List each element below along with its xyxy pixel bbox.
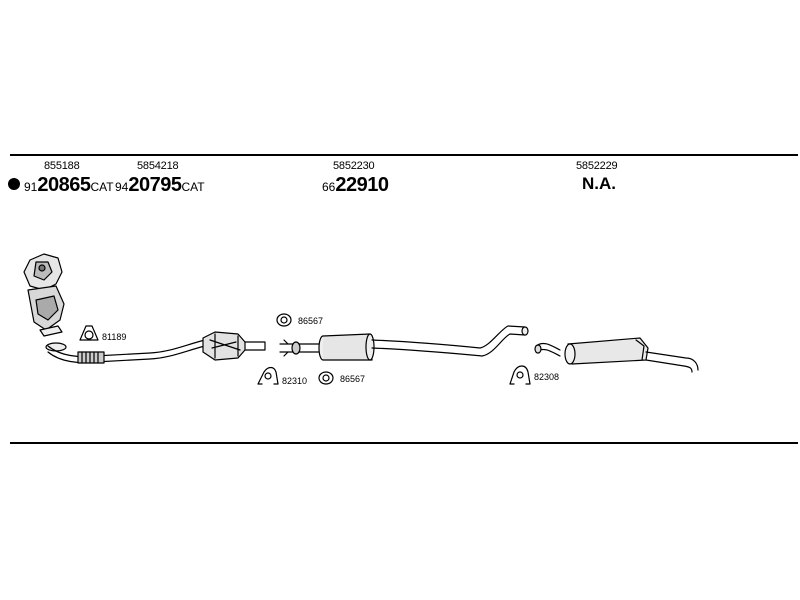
oem-number-catalyst: 5854218 (137, 160, 179, 172)
part-main-number: 22910 (335, 174, 389, 196)
clamp-top-label: 86567 (298, 316, 323, 326)
clamp-top-icon (276, 313, 292, 327)
clamp-left-icon (257, 366, 279, 385)
bullet-dot (8, 178, 20, 190)
gasket-label: 81189 (102, 332, 126, 342)
top-rule (10, 154, 798, 156)
part-main-number: 20865 (37, 174, 91, 196)
part-prefix: 91 (24, 180, 38, 194)
rear-silencer-icon (534, 337, 699, 373)
catalytic-converter-icon (202, 331, 266, 361)
oem-number-middle-silencer: 5852230 (333, 160, 375, 172)
part-prefix: 94 (115, 180, 129, 194)
clamp-right-label: 86567 (340, 374, 365, 384)
manifold-catalyst-icon (23, 253, 65, 337)
oem-number-rear-silencer: 5852229 (576, 160, 618, 172)
oem-number-manifold: 855188 (44, 160, 80, 172)
clamp-rear-icon (509, 365, 531, 385)
gasket-icon (79, 325, 99, 341)
part-number-rear-silencer: N.A. (582, 174, 616, 193)
middle-silencer-icon (279, 325, 529, 361)
part-number-middle-silencer: 6622910 (322, 172, 389, 200)
front-pipe-icon (45, 339, 206, 364)
clamp-rear-label: 82308 (534, 372, 559, 382)
part-number-catalyst: 9420795CAT (115, 172, 205, 200)
part-number-manifold: 9120865CAT (24, 172, 114, 200)
part-suffix: CAT (90, 180, 114, 194)
clamp-left-label: 82310 (282, 376, 307, 386)
clamp-right-icon (318, 371, 334, 385)
part-prefix: 66 (322, 180, 336, 194)
part-main-number: 20795 (128, 174, 182, 196)
bottom-rule (10, 442, 798, 444)
part-suffix: CAT (181, 180, 205, 194)
